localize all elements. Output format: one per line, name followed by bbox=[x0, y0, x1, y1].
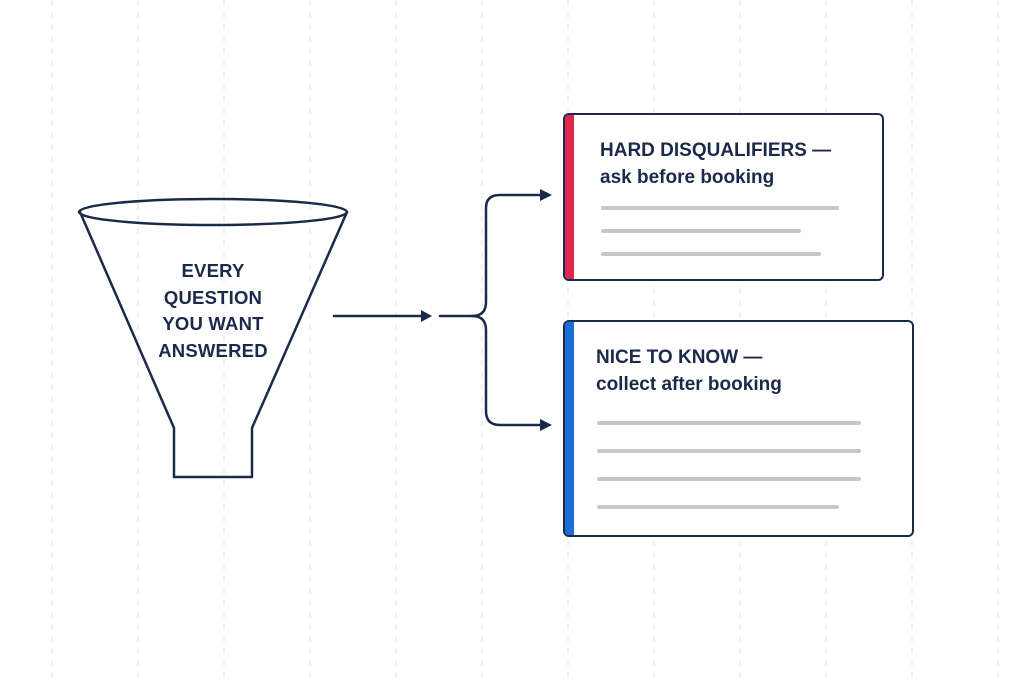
branch-connector bbox=[438, 193, 542, 427]
nice-to-know-card: NICE TO KNOW — collect after booking bbox=[563, 320, 914, 537]
funnel-rim bbox=[77, 197, 349, 227]
card-title-line: HARD DISQUALIFIERS — bbox=[600, 140, 832, 161]
card-accent-bar bbox=[565, 115, 574, 279]
placeholder-line bbox=[601, 252, 821, 256]
card-title: HARD DISQUALIFIERS — ask before booking bbox=[600, 137, 831, 191]
arrowhead-icon bbox=[540, 189, 552, 201]
placeholder-line bbox=[597, 421, 861, 425]
funnel-label-line: QUESTION bbox=[163, 286, 263, 308]
funnel-label-line: YOU WANT bbox=[162, 313, 264, 334]
funnel-label-line: ANSWERED bbox=[158, 339, 268, 361]
card-accent-bar bbox=[565, 322, 574, 535]
placeholder-line bbox=[597, 505, 839, 509]
placeholder-line bbox=[601, 229, 801, 233]
arrowhead-icon bbox=[540, 419, 552, 431]
placeholder-line bbox=[597, 449, 861, 453]
hard-disqualifiers-card: HARD DISQUALIFIERS — ask before booking bbox=[563, 113, 884, 281]
card-title-line: NICE TO KNOW — bbox=[596, 347, 763, 368]
card-title-subtitle: ask before booking bbox=[600, 167, 775, 188]
funnel-label-line: EVERY bbox=[181, 260, 245, 281]
card-title-subtitle: collect after booking bbox=[596, 374, 782, 395]
card-title: NICE TO KNOW — collect after booking bbox=[596, 344, 782, 398]
placeholder-line bbox=[601, 206, 839, 210]
funnel-shape bbox=[78, 210, 349, 479]
funnel-label: EVERY QUESTION YOU WANT ANSWERED bbox=[128, 258, 298, 364]
main-arrow bbox=[332, 310, 432, 322]
arrowhead-icon bbox=[421, 310, 432, 322]
placeholder-line bbox=[597, 477, 861, 481]
